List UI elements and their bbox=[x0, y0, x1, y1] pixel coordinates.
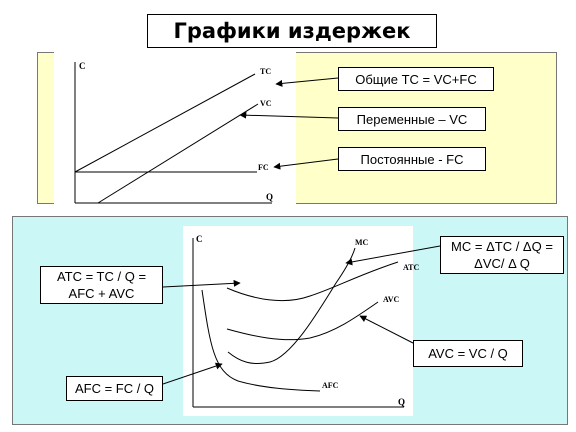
arrow-mc bbox=[345, 245, 441, 266]
top-y-axis-label: C bbox=[79, 61, 86, 71]
arrow-variable bbox=[239, 111, 339, 119]
vc-line bbox=[97, 103, 259, 204]
vc-label: VC bbox=[260, 99, 272, 108]
mc-label: MC bbox=[355, 238, 369, 247]
top-x-axis-label: Q bbox=[266, 192, 273, 202]
bottom-y-axis-label: C bbox=[196, 234, 203, 244]
callout-afc: AFC = FC / Q bbox=[66, 376, 163, 401]
avc-curve bbox=[226, 301, 379, 341]
callout-mc: MC = ΔTC / ΔQ = ΔVC/ Δ Q bbox=[440, 236, 564, 274]
atc-label: ATC bbox=[403, 263, 420, 272]
tc-label: TC bbox=[260, 67, 271, 76]
arrow-avc bbox=[359, 315, 414, 344]
avc-label: AVC bbox=[383, 295, 400, 304]
slide-title: Графики издержек bbox=[147, 14, 437, 48]
callout-fixed-cost: Постоянные - FC bbox=[338, 147, 486, 171]
callout-total-cost: Общие TC = VC+FC bbox=[338, 67, 494, 91]
tc-line bbox=[74, 73, 256, 173]
top-plot-area bbox=[54, 52, 296, 222]
callout-atc: ATC = TC / Q = AFC + AVC bbox=[40, 266, 163, 304]
arrow-atc bbox=[162, 279, 241, 288]
arrow-afc bbox=[162, 362, 223, 385]
callout-avc: AVC = VC / Q bbox=[413, 340, 523, 367]
callout-variable-cost: Переменные – VC bbox=[338, 107, 486, 131]
arrow-total bbox=[275, 77, 339, 87]
fc-label: FC bbox=[258, 163, 269, 172]
afc-label: AFC bbox=[322, 381, 339, 390]
atc-curve bbox=[226, 261, 399, 302]
mc-curve bbox=[227, 247, 356, 365]
bottom-x-axis-label: Q bbox=[398, 397, 405, 407]
afc-curve bbox=[201, 289, 321, 392]
arrow-fixed bbox=[273, 158, 339, 170]
